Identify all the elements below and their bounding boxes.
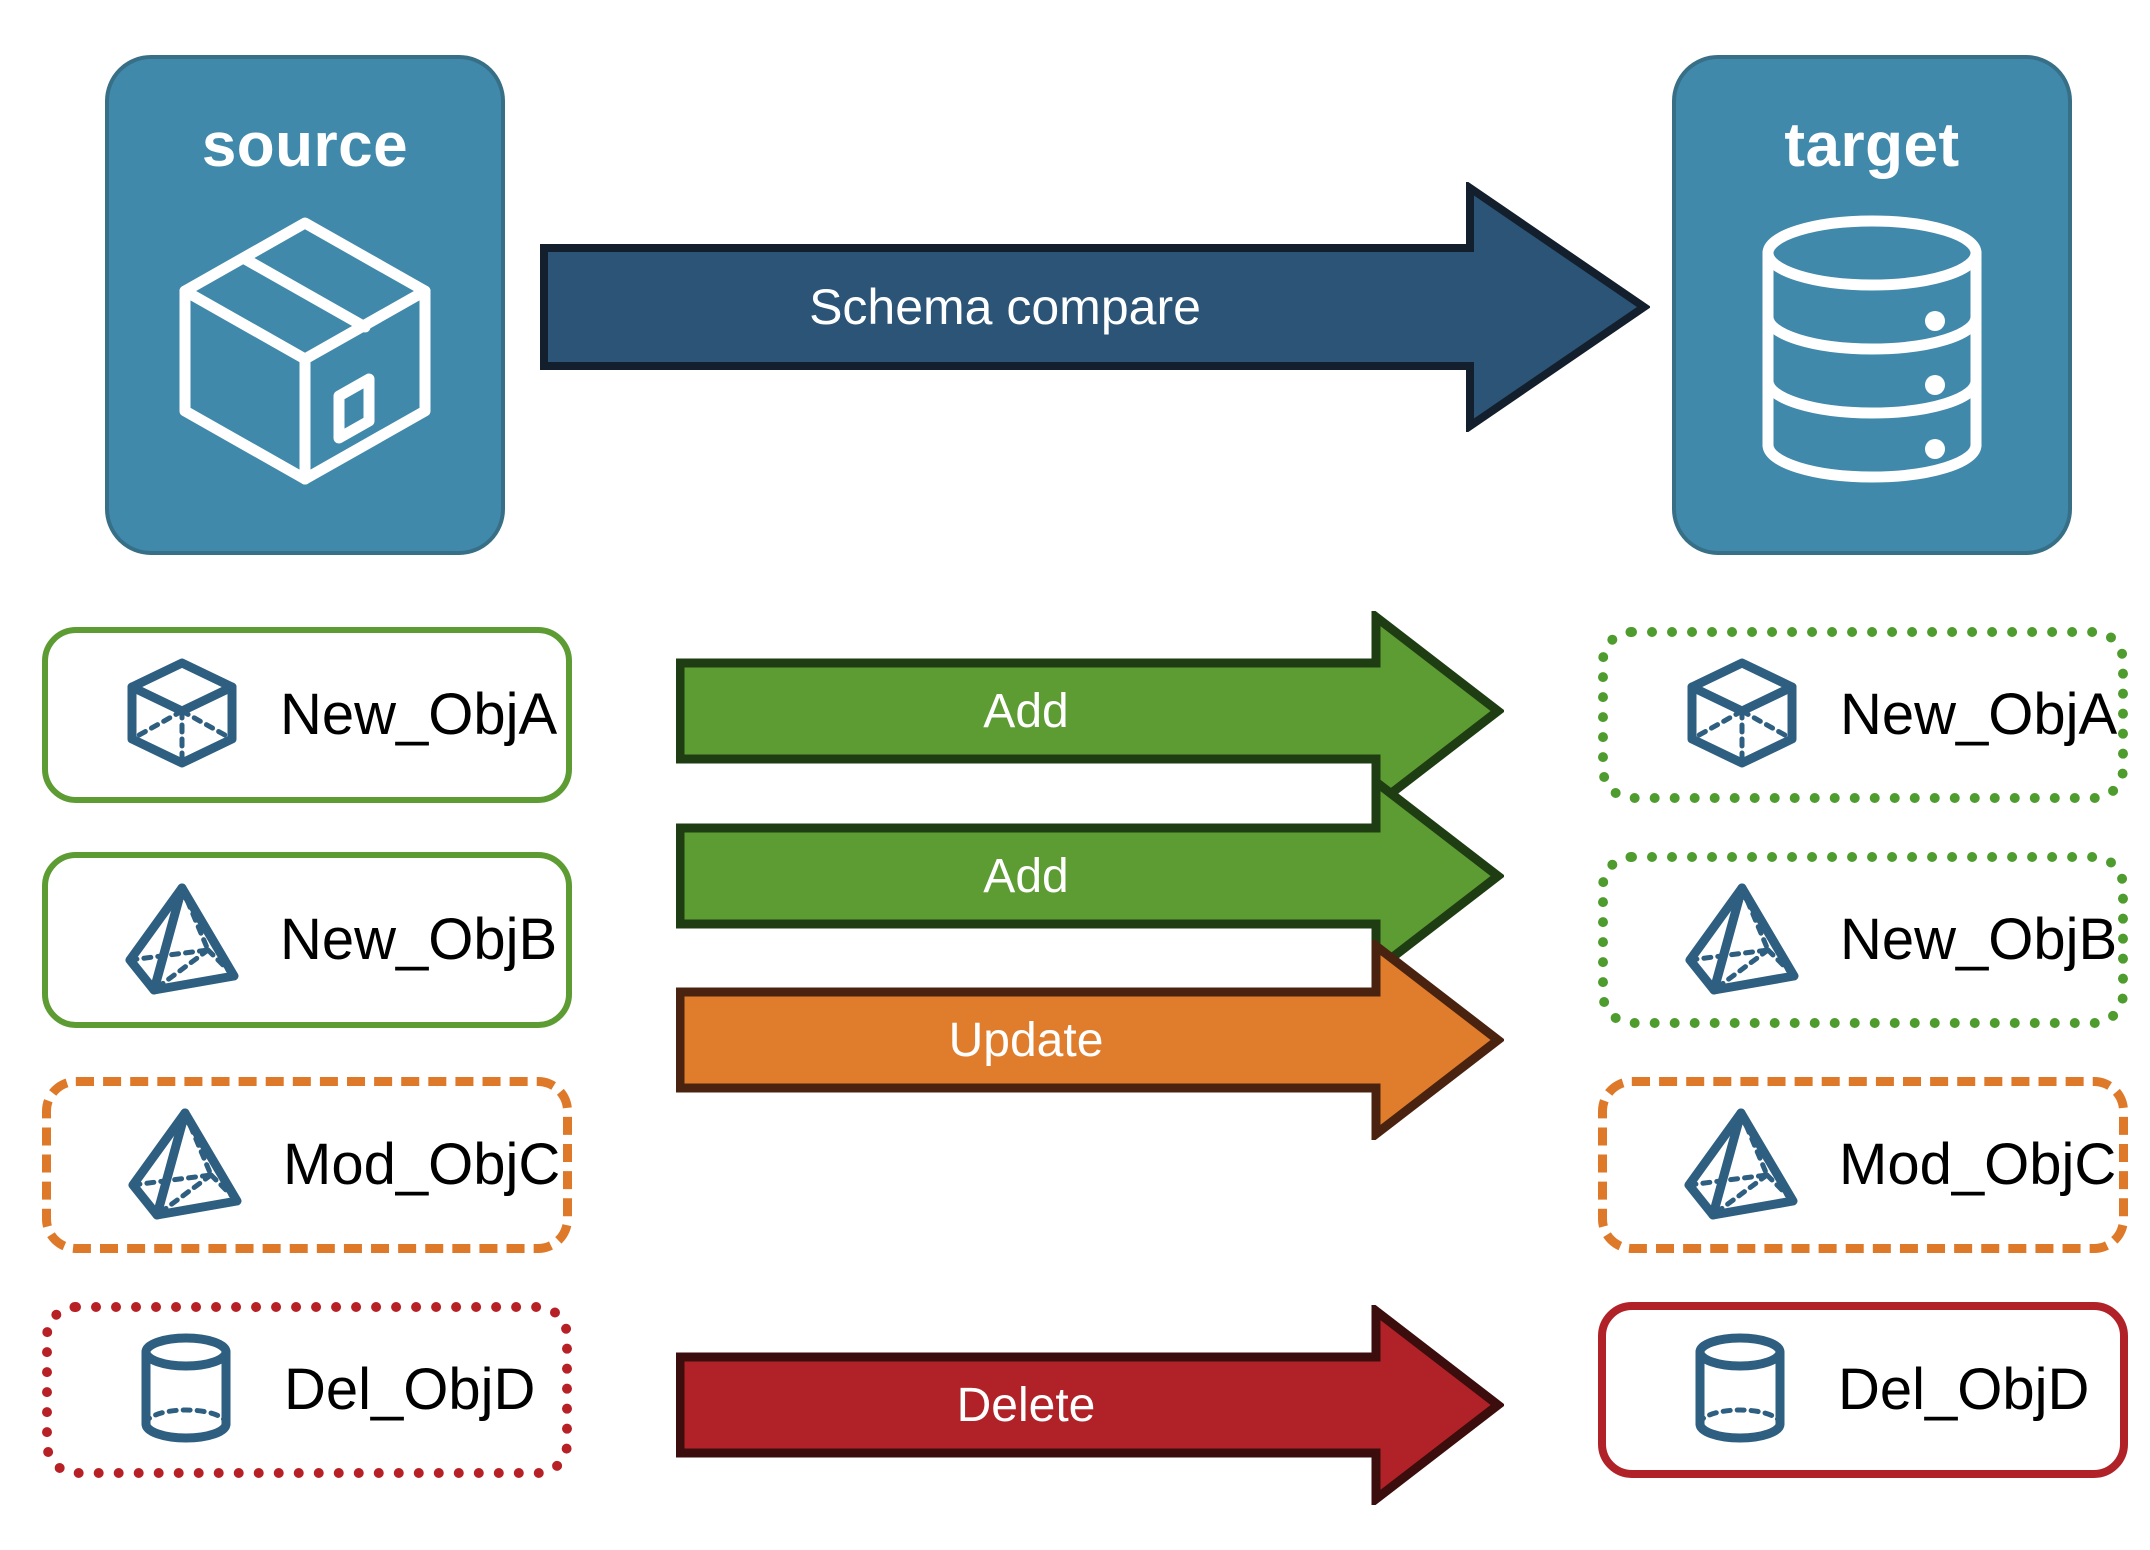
target-object-card-2[interactable]: New_ObjB xyxy=(1598,852,2128,1028)
source-object-label-2: New_ObjB xyxy=(280,907,558,972)
target-object-label-4: Del_ObjD xyxy=(1838,1357,2090,1422)
endpoint-card-source[interactable]: source xyxy=(105,55,505,555)
target-object-label-1: New_ObjA xyxy=(1840,682,2118,747)
cube-wireframe-icon xyxy=(1684,655,1800,776)
source-object-card-3[interactable]: Mod_ObjC xyxy=(42,1077,572,1253)
endpoint-title-source: source xyxy=(201,111,409,180)
pyramid-wireframe-icon xyxy=(1684,880,1800,1001)
source-object-card-4[interactable]: Del_ObjD xyxy=(42,1302,572,1478)
database-cylinder-icon xyxy=(1757,213,1987,490)
source-object-label-1: New_ObjA xyxy=(280,682,558,747)
cube-wireframe-icon xyxy=(124,655,240,776)
pyramid-wireframe-icon xyxy=(1683,1105,1799,1226)
endpoint-card-target[interactable]: target xyxy=(1672,55,2072,555)
action-arrow-delete: Delete xyxy=(675,1301,1506,1509)
cylinder-wireframe-icon xyxy=(128,1330,244,1451)
pyramid-wireframe-icon xyxy=(127,1105,243,1226)
endpoint-title-target: target xyxy=(1784,111,1960,180)
source-object-label-4: Del_ObjD xyxy=(284,1357,536,1422)
target-object-card-4[interactable]: Del_ObjD xyxy=(1598,1302,2128,1478)
target-object-label-2: New_ObjB xyxy=(1840,907,2118,972)
source-object-card-1[interactable]: New_ObjA xyxy=(42,627,572,803)
source-object-label-3: Mod_ObjC xyxy=(283,1132,561,1197)
schema-compare-arrow: Schema compare xyxy=(540,180,1652,434)
pyramid-wireframe-icon xyxy=(124,880,240,1001)
target-object-label-3: Mod_ObjC xyxy=(1839,1132,2117,1197)
target-object-card-1[interactable]: New_ObjA xyxy=(1598,627,2128,803)
target-object-card-3[interactable]: Mod_ObjC xyxy=(1598,1077,2128,1253)
package-box-icon xyxy=(169,213,441,490)
cylinder-wireframe-icon xyxy=(1682,1330,1798,1451)
action-arrow-update: Update xyxy=(675,936,1506,1144)
source-object-card-2[interactable]: New_ObjB xyxy=(42,852,572,1028)
